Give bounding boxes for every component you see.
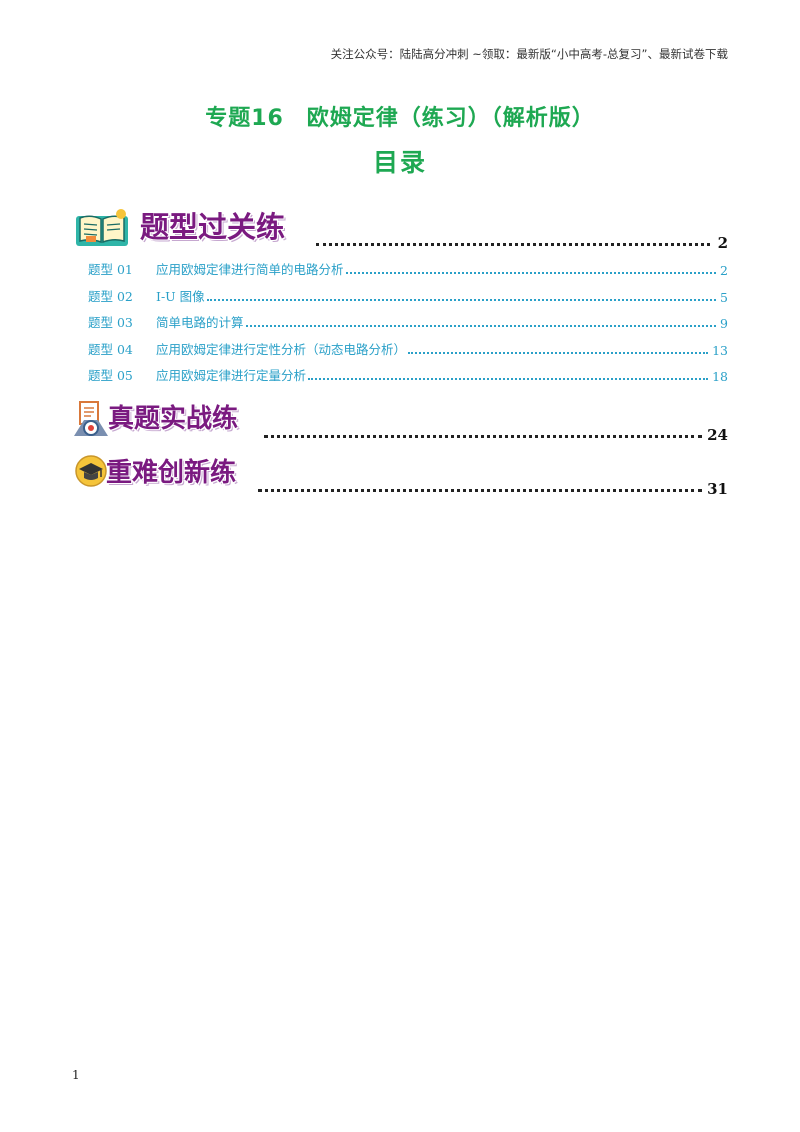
section-page: 2 (717, 234, 728, 252)
open-book-icon (74, 208, 130, 252)
subitem-page: 2 (720, 263, 728, 278)
dot-leader (316, 243, 710, 246)
subitem-number: 题型 03 (88, 315, 133, 330)
subitem-number: 题型 01 (88, 262, 133, 277)
graduation-cap-icon (74, 454, 108, 492)
dot-leader (258, 489, 702, 492)
page-number: 1 (72, 1068, 80, 1082)
subitem-text: 应用欧姆定律进行定性分析（动态电路分析） (156, 342, 407, 357)
toc-section-1[interactable]: 题型过关练 2 (74, 204, 728, 252)
subitem-text: 简单电路的计算 (156, 315, 244, 330)
subitem-page: 18 (712, 369, 728, 384)
header-note: 关注公众号：陆陆高分冲刺 ~领取：最新版“小中高考-总复习”、最新试卷下载 (330, 47, 728, 61)
toc-section-2[interactable]: 真题实战练 24 (74, 396, 728, 444)
dot-leader (264, 435, 702, 438)
subitem-page: 13 (712, 343, 728, 358)
toc-section-3[interactable]: 重难创新练 31 (74, 450, 728, 498)
toc-subitem[interactable]: 题型 05 应用欧姆定律进行定量分析 18 (88, 364, 728, 384)
document-title: 专题16 欧姆定律（练习）（解析版） (205, 106, 595, 131)
dot-leader (345, 272, 717, 274)
subitem-text: 应用欧姆定律进行定量分析 (156, 368, 307, 383)
subitem-number: 题型 02 (88, 289, 133, 304)
section-label: 真题实战练 (108, 404, 239, 434)
dot-leader (206, 299, 717, 301)
section-page: 31 (707, 480, 728, 498)
section-page: 24 (707, 426, 728, 444)
toc-subitem[interactable]: 题型 04 应用欧姆定律进行定性分析（动态电路分析） 13 (88, 338, 728, 358)
subitem-number: 题型 04 (88, 342, 133, 357)
toc-heading: 目录 (372, 148, 427, 177)
toc-subitem[interactable]: 题型 03 简单电路的计算 9 (88, 311, 728, 331)
target-document-icon (74, 400, 108, 442)
toc-subitem[interactable]: 题型 02 I-U 图像 5 (88, 285, 728, 305)
subitem-text: I-U 图像 (156, 289, 205, 304)
subitem-page: 5 (720, 290, 728, 305)
dot-leader (408, 352, 709, 354)
section-label: 题型过关练 (140, 210, 286, 244)
dot-leader (245, 325, 717, 327)
subitem-number: 题型 05 (88, 368, 133, 383)
subitem-page: 9 (720, 316, 728, 331)
subitem-text: 应用欧姆定律进行简单的电路分析 (156, 262, 344, 277)
dot-leader (308, 378, 709, 380)
section-label: 重难创新练 (106, 458, 237, 488)
toc-subitem[interactable]: 题型 01 应用欧姆定律进行简单的电路分析 2 (88, 258, 728, 278)
